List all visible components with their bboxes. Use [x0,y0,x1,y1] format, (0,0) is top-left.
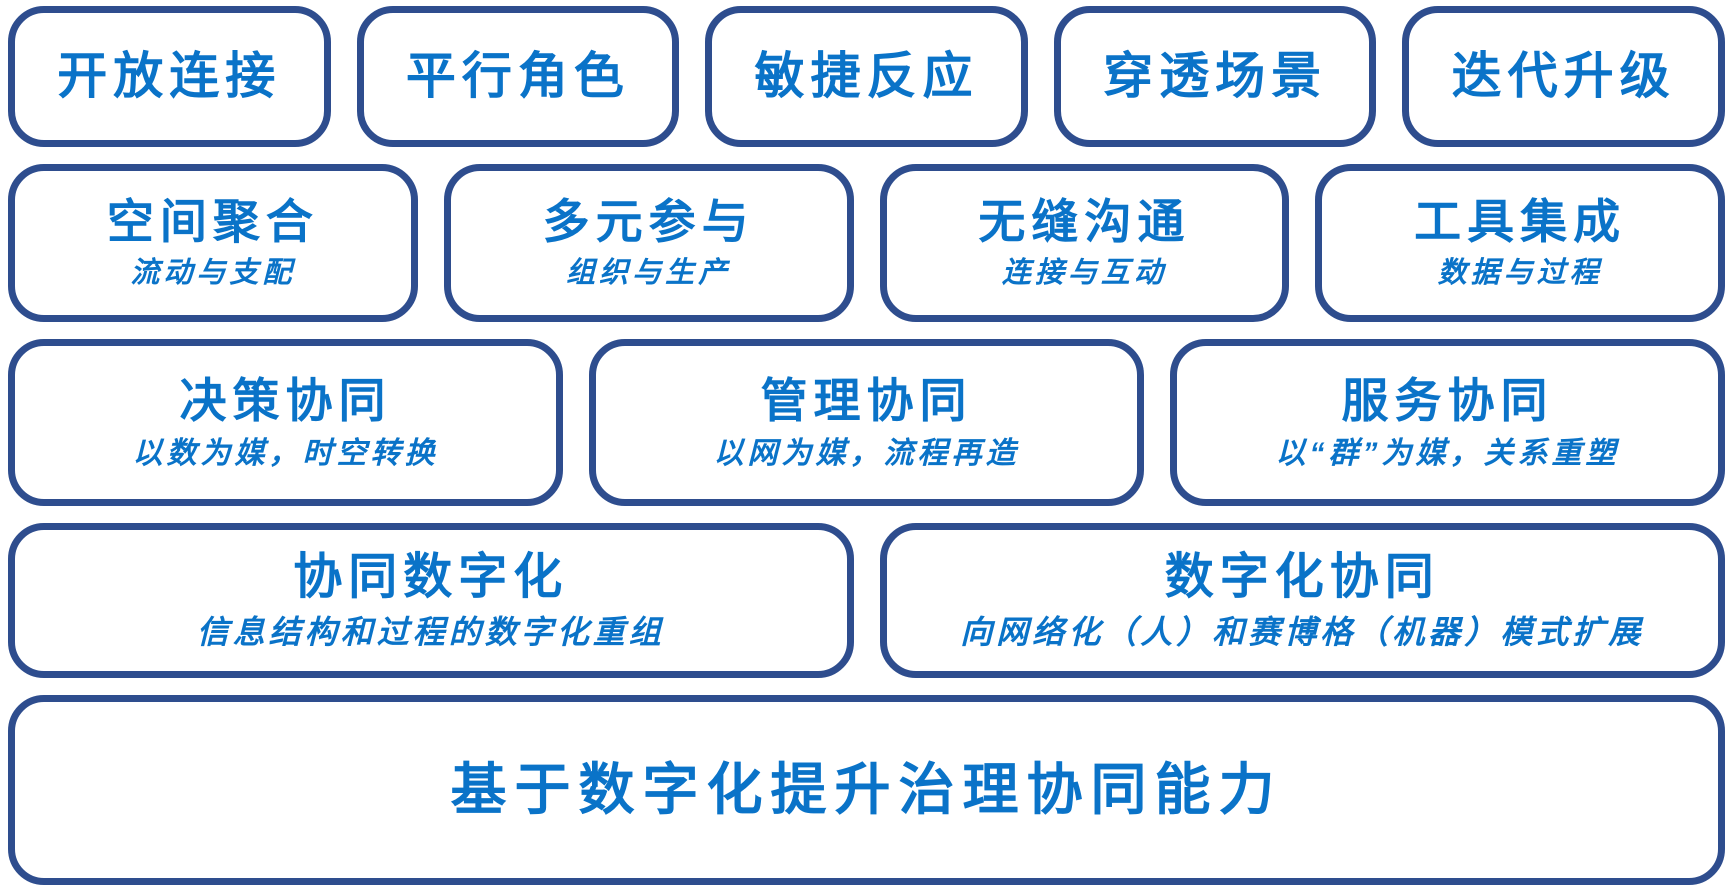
box-subtitle: 以“群”为媒，关系重塑 [1275,436,1620,470]
row-synergies: 决策协同 以数为媒，时空转换 管理协同 以网为媒，流程再造 服务协同 以“群”为… [8,339,1725,506]
box-collaboration-digitization: 协同数字化 信息结构和过程的数字化重组 [8,523,854,678]
row-mechanisms: 空间聚合 流动与支配 多元参与 组织与生产 无缝沟通 连接与互动 工具集成 数据… [8,164,1725,322]
row-foundation: 基于数字化提升治理协同能力 [8,695,1725,885]
box-space-aggregation: 空间聚合 流动与支配 [8,164,418,322]
box-seamless-communication: 无缝沟通 连接与互动 [879,164,1290,322]
box-subtitle: 信息结构和过程的数字化重组 [196,613,665,650]
row-capabilities: 开放连接 平行角色 敏捷反应 穿透场景 迭代升级 [8,6,1725,147]
box-title: 平行角色 [405,48,630,104]
box-title: 多元参与 [542,195,755,249]
row-digitization: 协同数字化 信息结构和过程的数字化重组 数字化协同 向网络化（人）和赛博格（机器… [8,523,1725,678]
box-title: 穿透场景 [1103,48,1328,104]
box-title: 空间聚合 [106,195,319,249]
box-title: 迭代升级 [1451,48,1676,104]
box-open-connect: 开放连接 [8,6,331,147]
box-title: 无缝沟通 [978,195,1191,249]
box-subtitle: 连接与互动 [1001,256,1167,289]
box-iterative-upgrade: 迭代升级 [1402,6,1725,147]
box-subtitle: 以数为媒，时空转换 [132,436,439,470]
box-subtitle: 向网络化（人）和赛博格（机器）模式扩展 [960,613,1645,650]
box-management-synergy: 管理协同 以网为媒，流程再造 [589,339,1144,506]
box-subtitle: 组织与生产 [566,256,732,289]
box-service-synergy: 服务协同 以“群”为媒，关系重塑 [1170,339,1725,506]
box-title: 数字化协同 [1164,549,1440,604]
box-title: 决策协同 [179,374,392,428]
box-penetrate-scenarios: 穿透场景 [1053,6,1377,147]
box-title: 开放连接 [57,48,282,104]
box-agile-response: 敏捷反应 [705,6,1028,147]
box-title: 管理协同 [760,374,973,428]
box-subtitle: 以网为媒，流程再造 [713,436,1020,470]
box-digital-collaboration: 数字化协同 向网络化（人）和赛博格（机器）模式扩展 [879,523,1725,678]
box-subtitle: 数据与过程 [1437,256,1603,289]
box-diverse-participation: 多元参与 组织与生产 [443,164,854,322]
box-title: 服务协同 [1341,374,1554,428]
box-parallel-roles: 平行角色 [356,6,680,147]
box-title: 敏捷反应 [754,48,979,104]
box-title: 协同数字化 [293,549,569,604]
box-decision-synergy: 决策协同 以数为媒，时空转换 [8,339,563,506]
box-tool-integration: 工具集成 数据与过程 [1315,164,1725,322]
box-subtitle: 流动与支配 [130,256,296,289]
box-title: 基于数字化提升治理协同能力 [450,758,1283,822]
box-title: 工具集成 [1414,195,1627,249]
box-foundation: 基于数字化提升治理协同能力 [8,695,1725,885]
